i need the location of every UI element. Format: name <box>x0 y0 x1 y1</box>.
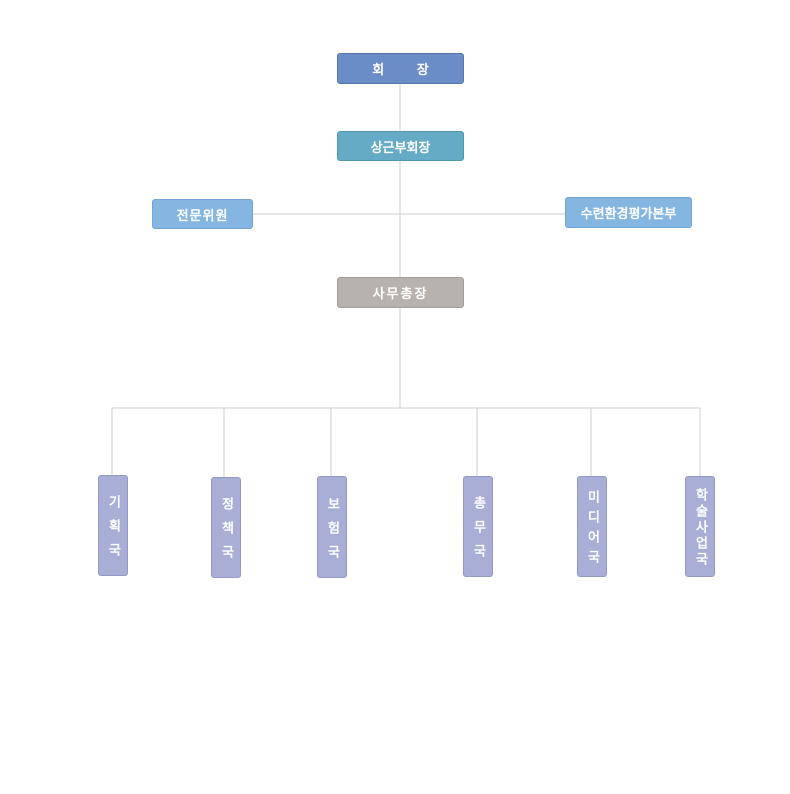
node-dept-policy: 정책국 <box>211 477 241 578</box>
node-dept-academic: 학술사업국 <box>685 476 715 577</box>
node-dept-general-affairs: 총무국 <box>463 476 493 577</box>
node-dept-insurance: 보험국 <box>317 476 347 578</box>
node-president: 회 장 <box>337 53 464 84</box>
node-secretary-general: 사무총장 <box>337 277 464 308</box>
node-dept-media: 미디어국 <box>577 476 607 577</box>
node-dept-planning: 기획국 <box>98 475 128 576</box>
node-vice-president: 상근부회장 <box>337 131 464 161</box>
node-assessment-hq: 수련환경평가본부 <box>565 197 692 228</box>
node-expert-committee: 전문위원 <box>152 199 253 229</box>
